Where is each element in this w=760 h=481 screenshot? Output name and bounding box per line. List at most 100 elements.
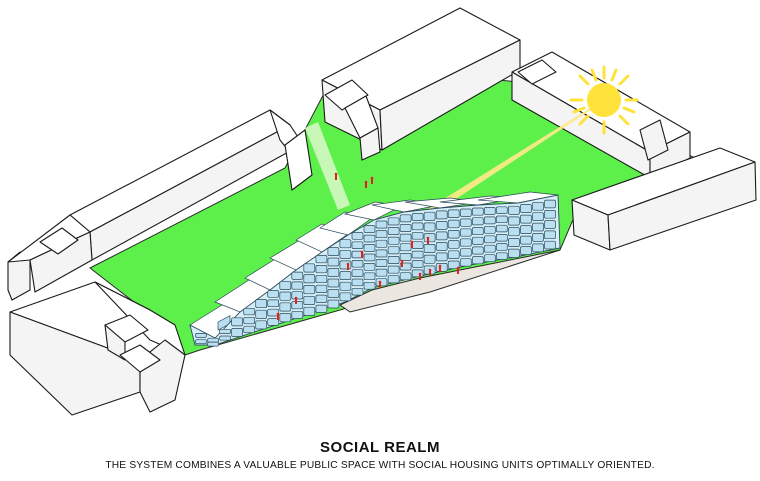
housing-unit — [363, 272, 376, 281]
housing-unit — [447, 219, 460, 229]
housing-unit — [387, 256, 400, 264]
housing-unit — [520, 246, 532, 255]
sun-ray-beam — [410, 104, 600, 224]
housing-unit — [387, 275, 400, 284]
housing-unit — [423, 244, 436, 253]
housing-unit — [207, 341, 219, 347]
person-figure — [370, 176, 374, 184]
housing-unit — [339, 281, 352, 291]
housing-unit — [435, 242, 448, 251]
housing-unit — [375, 239, 388, 248]
housing-unit — [532, 243, 544, 253]
caption-title: SOCIAL REALM — [320, 439, 440, 456]
housing-unit — [532, 233, 544, 242]
person-figure — [456, 266, 460, 274]
housing-unit — [411, 260, 424, 268]
housing-unit — [411, 269, 424, 278]
housing-unit — [351, 278, 364, 287]
building-east — [571, 147, 757, 251]
housing-unit — [339, 292, 352, 302]
housing-unit — [544, 240, 556, 250]
housing-unit — [508, 248, 520, 258]
housing-unit — [483, 225, 496, 234]
housing-unit — [483, 207, 496, 215]
housing-unit — [423, 233, 436, 243]
housing-unit — [195, 339, 207, 345]
housing-unit — [544, 230, 556, 240]
housing-unit — [459, 258, 472, 267]
housing-unit — [411, 250, 424, 259]
housing-unit — [435, 252, 448, 262]
housing-unit — [255, 309, 268, 319]
housing-unit — [544, 220, 556, 229]
housing-unit — [471, 236, 484, 245]
housing-unit — [219, 328, 231, 334]
housing-unit — [231, 328, 243, 337]
housing-unit — [508, 205, 520, 215]
housing-unit — [303, 295, 316, 305]
housing-unit — [303, 306, 316, 316]
housing-unit — [483, 216, 496, 225]
housing-unit — [495, 215, 508, 224]
housing-unit — [315, 265, 328, 274]
housing-unit — [363, 225, 376, 233]
housing-unit-grid — [195, 199, 556, 347]
housing-unit — [267, 318, 280, 326]
housing-unit — [279, 280, 292, 290]
housing-unit — [459, 208, 472, 217]
housing-unit — [508, 216, 520, 226]
housing-unit — [508, 227, 520, 237]
housing-unit — [520, 214, 532, 224]
building-north — [321, 7, 521, 161]
housing-unit — [375, 259, 388, 267]
housing-unit — [411, 241, 424, 249]
housing-unit — [520, 225, 532, 234]
housing-unit — [267, 299, 280, 308]
courtyard-path — [305, 122, 350, 210]
site-axonometric-diagram — [7, 7, 757, 416]
housing-unit — [255, 299, 268, 309]
housing-unit — [195, 333, 207, 338]
social-housing-block — [189, 191, 561, 347]
person-figure — [360, 250, 364, 258]
housing-unit — [339, 239, 352, 249]
housing-unit — [351, 287, 364, 296]
housing-unit — [315, 284, 328, 293]
housing-unit — [495, 243, 508, 251]
housing-unit — [435, 210, 448, 220]
housing-unit — [423, 211, 436, 221]
person-figure — [276, 312, 280, 320]
housing-unit — [327, 247, 340, 256]
housing-unit — [375, 230, 388, 239]
housing-unit — [532, 201, 544, 211]
housing-unit — [351, 269, 364, 277]
housing-unit — [363, 281, 376, 290]
housing-unit — [471, 207, 484, 216]
housing-unit — [471, 227, 484, 236]
housing-unit — [447, 230, 460, 239]
person-figure — [438, 264, 442, 272]
housing-unit — [483, 235, 496, 244]
housing-unit — [315, 304, 328, 313]
housing-unit — [231, 317, 243, 327]
housing-unit — [291, 310, 304, 319]
person-figure — [334, 172, 338, 180]
housing-unit — [375, 220, 388, 229]
housing-unit — [399, 233, 412, 242]
housing-unit — [520, 235, 532, 245]
housing-unit — [459, 228, 472, 237]
housing-unit — [279, 302, 292, 312]
housing-unit — [520, 204, 532, 213]
housing-unit — [279, 313, 292, 323]
building-southwest — [9, 281, 186, 416]
housing-unit — [243, 307, 256, 316]
housing-unit — [532, 212, 544, 221]
housing-unit — [435, 221, 448, 230]
housing-unit — [339, 249, 352, 259]
housing-unit — [399, 253, 412, 261]
housing-unit — [219, 335, 231, 341]
housing-unit — [459, 238, 472, 247]
caption-subtitle: THE SYSTEM COMBINES A VALUABLE PUBLIC SP… — [105, 460, 655, 471]
housing-unit — [267, 308, 280, 317]
housing-unit — [375, 268, 388, 277]
